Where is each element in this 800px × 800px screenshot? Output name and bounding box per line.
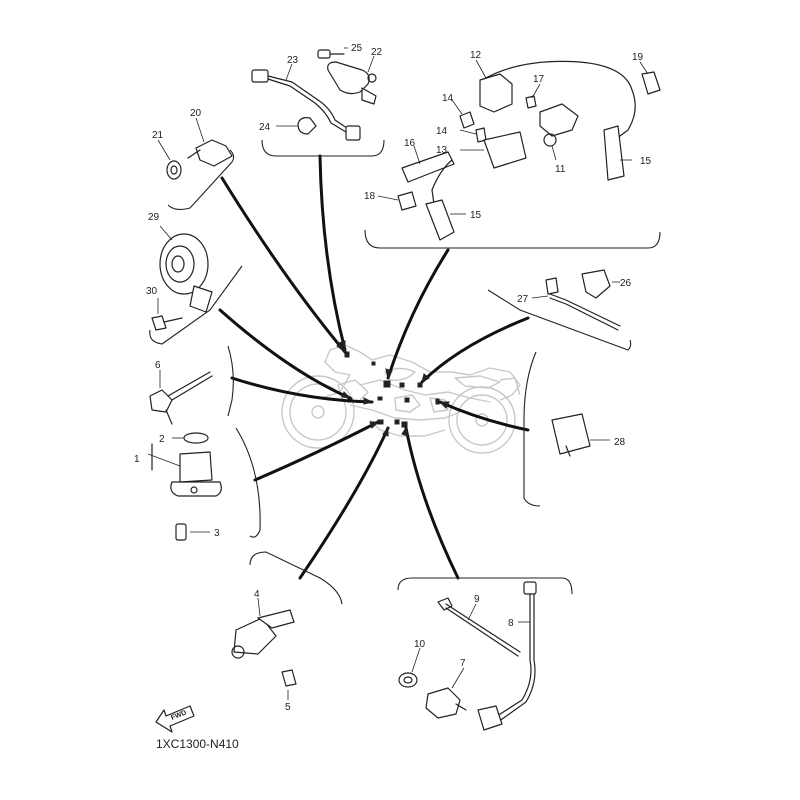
- label-28: 28: [614, 437, 626, 448]
- part-group-ignition-coil: [377, 59, 661, 241]
- label-15a: 15: [640, 156, 652, 167]
- part-group-temp-sensor: [157, 117, 233, 180]
- clamp-24: [297, 117, 317, 135]
- clip-18: [397, 191, 417, 211]
- part-19: [641, 71, 661, 95]
- sleeve-16: [401, 151, 455, 183]
- holder-26: [581, 269, 611, 299]
- bolt-5: [281, 669, 297, 687]
- switch-6: [149, 389, 173, 413]
- label-12: 12: [470, 50, 482, 61]
- label-17: 17: [533, 74, 545, 85]
- coil-13: [483, 131, 527, 169]
- label-13: 13: [436, 145, 448, 156]
- diagram-code: 1XC1300-N410: [156, 737, 239, 751]
- sensor-20: [195, 139, 233, 167]
- lead-8: [523, 581, 537, 595]
- label-27: 27: [517, 294, 529, 305]
- cap-15-left: [425, 199, 455, 241]
- part-group-relay-28: [551, 413, 610, 457]
- connector-23: [251, 69, 269, 83]
- label-9: 9: [474, 594, 480, 605]
- label-24: 24: [259, 122, 271, 133]
- label-26: 26: [620, 278, 632, 289]
- label-20: 20: [190, 108, 202, 119]
- label-2: 2: [159, 434, 165, 445]
- label-25: 25: [351, 43, 363, 54]
- motorcycle-silhouette: [281, 344, 521, 454]
- label-29: 29: [148, 212, 160, 223]
- sender-7: [425, 687, 461, 719]
- coil-12: [479, 73, 513, 113]
- label-30: 30: [146, 286, 158, 297]
- part-group-cable-tie: [531, 269, 621, 331]
- label-21: 21: [152, 130, 164, 141]
- label-5: 5: [285, 702, 291, 713]
- cap-15-right: [603, 125, 625, 181]
- part-group-switch-4: [231, 597, 297, 700]
- fwd-arrow: FWD: [155, 705, 195, 733]
- label-7: 7: [460, 658, 466, 669]
- label-19: 19: [632, 52, 644, 63]
- part-group-horn: [151, 225, 213, 331]
- part-group-switch-6: [149, 370, 213, 425]
- oring-2: [183, 432, 209, 444]
- label-22: 22: [371, 47, 383, 58]
- washer-21: [166, 160, 182, 180]
- label-11: 11: [555, 164, 566, 175]
- group-brackets: [149, 139, 661, 605]
- callout-lines: [218, 154, 530, 580]
- label-8: 8: [508, 618, 514, 629]
- bolt-30: [151, 315, 167, 331]
- label-15b: 15: [470, 210, 482, 221]
- label-1: 1: [134, 454, 140, 465]
- label-16: 16: [404, 138, 416, 149]
- label-18: 18: [364, 191, 376, 202]
- part-group-speed-sensor: [251, 47, 377, 141]
- sensor-1: [179, 451, 213, 483]
- label-14b: 14: [436, 126, 448, 137]
- label-14a: 14: [442, 93, 454, 104]
- label-10: 10: [414, 639, 426, 650]
- washer-10: [398, 672, 418, 688]
- label-6: 6: [155, 360, 161, 371]
- part-labels: 25 22 23 24 20 21 12 19 17 14 14 16 13 1…: [134, 43, 652, 751]
- bolt-25: [317, 49, 331, 59]
- part-group-sender-7: [398, 581, 537, 731]
- bracket-11: [539, 103, 579, 137]
- part-group-sensor-1: [147, 432, 222, 541]
- bolt-3: [175, 523, 187, 541]
- relay-28: [551, 413, 591, 455]
- label-4: 4: [254, 589, 260, 600]
- label-23: 23: [287, 55, 299, 66]
- switch-4: [233, 617, 277, 655]
- label-3: 3: [214, 528, 220, 539]
